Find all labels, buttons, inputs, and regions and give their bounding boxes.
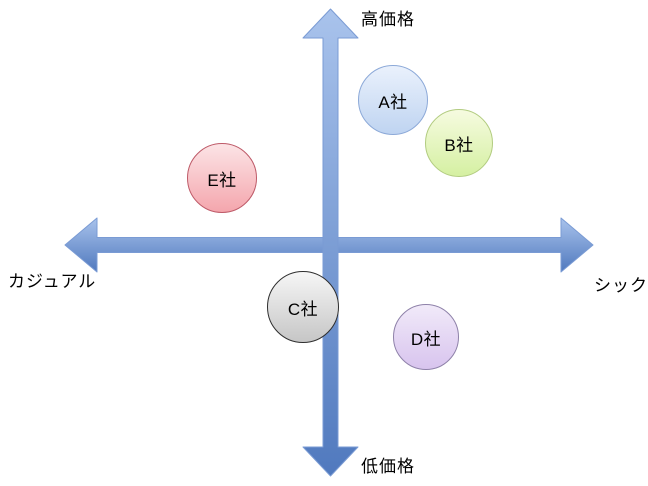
bubble-company-a: A社 [358, 65, 428, 135]
axis-label-bottom: 低価格 [361, 457, 415, 476]
bubble-company-b-label: B社 [444, 135, 474, 155]
bubble-company-c-label: C社 [287, 299, 319, 319]
bubble-company-b: B社 [425, 109, 493, 177]
bubble-company-a-label: A社 [378, 92, 408, 112]
axis-label-left: カジュアル [8, 272, 97, 291]
bubble-company-c: C社 [267, 271, 339, 343]
bubble-company-d: D社 [393, 304, 459, 370]
bubble-company-e: E社 [187, 143, 257, 213]
vertical-axis-arrow [302, 8, 359, 477]
bubble-company-e-label: E社 [207, 170, 237, 190]
axis-label-top: 高価格 [361, 10, 415, 29]
bubble-company-d-label: D社 [410, 329, 442, 349]
axis-label-right: シック [594, 276, 648, 295]
